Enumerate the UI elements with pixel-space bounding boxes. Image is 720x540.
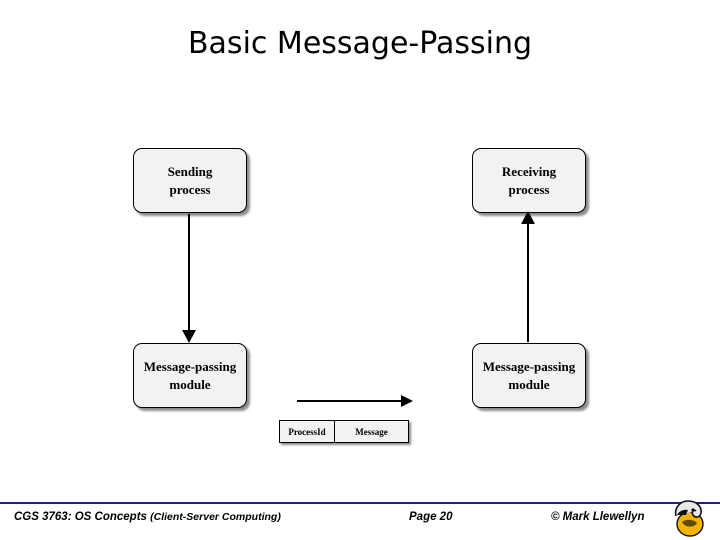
receiving-process-label-line1: Receiving — [501, 163, 557, 179]
receiving-process-label-line2: process — [508, 181, 550, 197]
receiver-message-passing-module-box: Message-passing module — [472, 343, 586, 408]
sender-module-label-line1: Message-passing — [143, 358, 237, 374]
arrow-right-shaft-icon — [297, 400, 405, 402]
receiver-module-label-line2: module — [508, 376, 550, 392]
arrow-down-head-icon — [182, 330, 196, 343]
arrow-up-shaft-icon — [527, 224, 529, 342]
page-title: Basic Message-Passing — [187, 26, 533, 61]
sender-module-label-line2: module — [169, 376, 211, 392]
sender-message-passing-module-box: Message-passing module — [133, 343, 247, 408]
arrow-up-head-icon — [521, 211, 535, 224]
footer-course-info: CGS 3763: OS Concepts (Client-Server Com… — [14, 511, 281, 523]
message-packet: ProcessId Message — [279, 420, 409, 443]
footer: CGS 3763: OS Concepts (Client-Server Com… — [0, 506, 720, 534]
footer-page-number: Page 20 — [409, 511, 453, 523]
footer-copyright: © Mark Llewellyn — [551, 511, 645, 523]
packet-processid-field: ProcessId — [280, 421, 335, 442]
university-logo-icon — [674, 500, 704, 537]
sending-process-label-line1: Sending — [167, 163, 213, 179]
sending-process-box: Sending process — [133, 148, 247, 213]
footer-course: CGS 3763: OS Concepts — [14, 511, 147, 523]
receiving-process-box: Receiving process — [472, 148, 586, 213]
arrow-right-head-icon — [401, 395, 413, 407]
packet-message-field: Message — [355, 426, 388, 437]
message-passing-diagram: Sending process Message-passing module R… — [0, 100, 720, 460]
sending-process-label-line2: process — [169, 181, 211, 197]
arrow-down-shaft-icon — [188, 214, 190, 334]
receiver-module-label-line1: Message-passing — [482, 358, 576, 374]
footer-topic: (Client-Server Computing) — [150, 511, 281, 523]
footer-divider — [0, 502, 720, 504]
